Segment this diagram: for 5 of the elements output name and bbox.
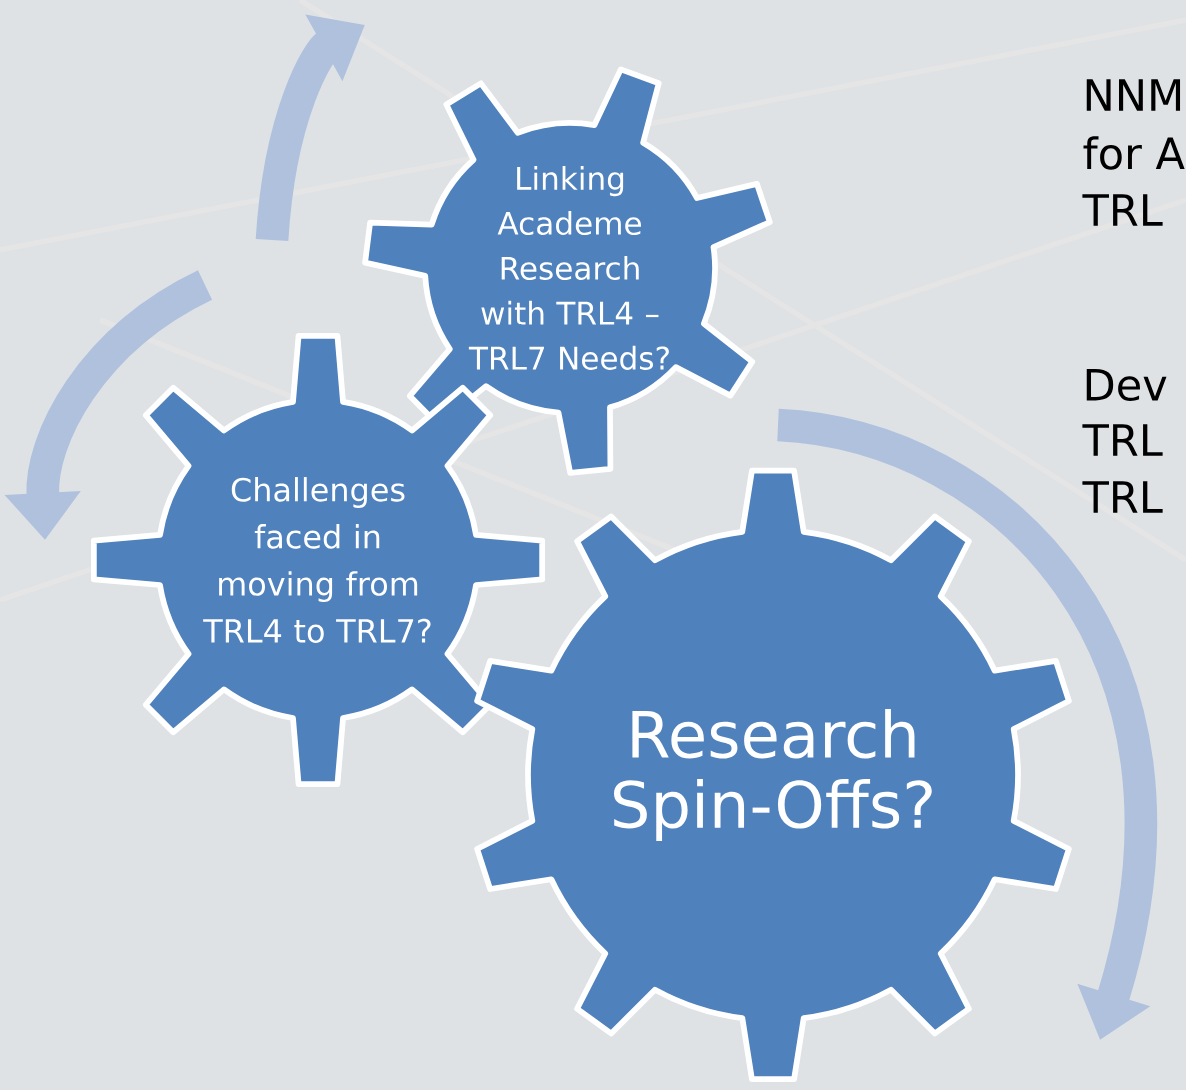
side-text: NNM xyxy=(1086,79,1181,111)
side-text: Dev xyxy=(1086,368,1167,401)
side-text: TRL xyxy=(1082,424,1163,456)
side-text: TRL xyxy=(1082,194,1163,226)
side-text: for A xyxy=(1083,136,1185,170)
